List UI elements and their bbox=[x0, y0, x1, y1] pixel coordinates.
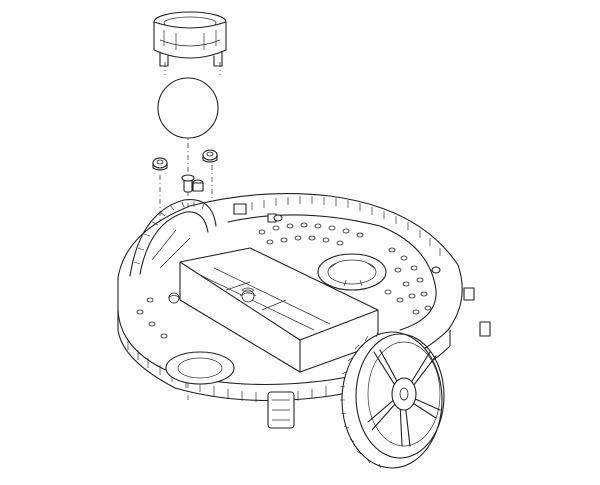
front-caster-opening bbox=[165, 351, 235, 385]
battery-compartment bbox=[167, 247, 379, 373]
wheel-tread bbox=[339, 331, 382, 469]
chassis-mounting-holes bbox=[136, 222, 432, 339]
chassis-side-tabs bbox=[233, 203, 491, 337]
ball-caster-housing-icon bbox=[153, 11, 227, 67]
gearmotor-icon bbox=[267, 391, 295, 429]
ball-icon bbox=[157, 77, 219, 139]
chassis-rim-slots bbox=[127, 196, 441, 403]
caster-mount-opening bbox=[317, 253, 387, 291]
nut-icon bbox=[152, 157, 168, 171]
wheel-icon bbox=[129, 198, 217, 277]
screw-icon bbox=[181, 174, 204, 193]
nut-icon bbox=[202, 149, 218, 163]
wheel-icon bbox=[339, 331, 445, 469]
